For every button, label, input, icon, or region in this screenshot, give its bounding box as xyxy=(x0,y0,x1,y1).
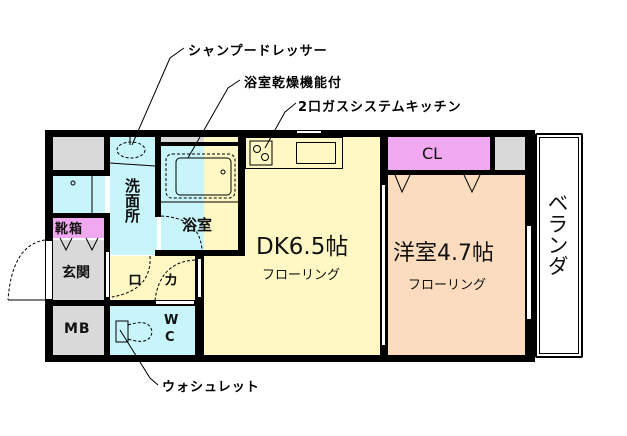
wall-storage-right xyxy=(104,130,110,175)
burner-icon xyxy=(253,145,261,153)
window-veranda xyxy=(526,225,532,320)
wall-mb-right xyxy=(104,300,110,360)
entrance-door-swing xyxy=(7,239,46,301)
toilet-tank-icon xyxy=(115,320,129,343)
wc-label-c: C xyxy=(165,330,175,345)
window-kitchen xyxy=(296,130,322,134)
corridor-label-right: カ xyxy=(164,273,178,289)
wall-cl-storage xyxy=(490,130,495,175)
closet-label: CL xyxy=(422,144,443,163)
toilet-bowl-icon xyxy=(127,322,153,342)
entrance xyxy=(53,240,105,300)
bathtub-icon xyxy=(165,153,236,199)
wall-storage-bottom xyxy=(45,170,110,176)
washroom-small-area xyxy=(53,176,105,214)
wall-wash-bath xyxy=(155,137,161,217)
washroom xyxy=(110,137,157,255)
washroom-label: 洗面所 xyxy=(123,178,141,223)
shoe-box xyxy=(53,218,105,238)
door-wash-opening xyxy=(106,252,109,297)
western-room-label: 洋室4.7帖 xyxy=(393,241,494,266)
dk-sub-label: フローリング xyxy=(262,268,341,283)
burner-icon xyxy=(261,153,269,161)
storage-top-right xyxy=(495,137,525,170)
door-entrance-opening xyxy=(45,240,53,300)
window-western-left xyxy=(381,185,386,345)
wash-basin-icon xyxy=(116,141,146,159)
leader-shampoo xyxy=(131,47,185,146)
dk-label: DK6.5帖 xyxy=(256,234,349,260)
leader-washlet xyxy=(119,329,159,386)
wall-bath-dk xyxy=(238,130,245,255)
wall-left-upper xyxy=(45,130,53,240)
veranda-label: ベランダ xyxy=(545,192,569,276)
storage-top-left xyxy=(53,137,105,171)
closet xyxy=(388,137,491,170)
callout-system-kitchen: 2口ガスシステムキッチン xyxy=(298,100,462,115)
wall-cl-bottom xyxy=(380,170,535,175)
bathroom-top-strip xyxy=(161,137,240,143)
wall-top xyxy=(45,130,535,137)
wall-mb-top xyxy=(45,300,200,306)
wall-bottom xyxy=(45,355,535,362)
wall-wc-right xyxy=(195,256,204,362)
callout-shampoo-dresser: シャンプードレッサー xyxy=(188,44,328,59)
meter-box-label: MB xyxy=(64,321,91,337)
corridor-label-left: ロ xyxy=(128,273,142,289)
corridor xyxy=(110,256,200,300)
meter-box xyxy=(53,305,105,355)
door-dk-opening xyxy=(197,258,202,298)
leader-kitchen xyxy=(264,102,297,149)
bathroom-label: 浴室 xyxy=(182,216,213,234)
shoe-box-label: 靴箱 xyxy=(55,222,84,237)
sink xyxy=(296,142,336,164)
callout-bath-dryer: 浴室乾燥機能付 xyxy=(244,76,343,91)
door-wc-opening xyxy=(155,300,195,305)
leader-bath-dryer xyxy=(187,79,241,159)
wall-bath-bottom xyxy=(155,250,245,256)
western-room-sub-label: フローリング xyxy=(408,278,487,293)
wall-left-lower xyxy=(45,300,53,362)
wall-bath-top xyxy=(155,142,240,146)
wc-label-w: W xyxy=(164,313,179,328)
stove-icon xyxy=(249,140,273,166)
wc xyxy=(110,305,195,355)
veranda xyxy=(535,133,583,358)
dk-room xyxy=(204,137,382,355)
entrance-label: 玄関 xyxy=(62,265,90,281)
callout-washlet: ウォシュレット xyxy=(162,380,260,395)
wall-shoebox-top xyxy=(45,213,110,218)
western-room xyxy=(388,175,525,355)
